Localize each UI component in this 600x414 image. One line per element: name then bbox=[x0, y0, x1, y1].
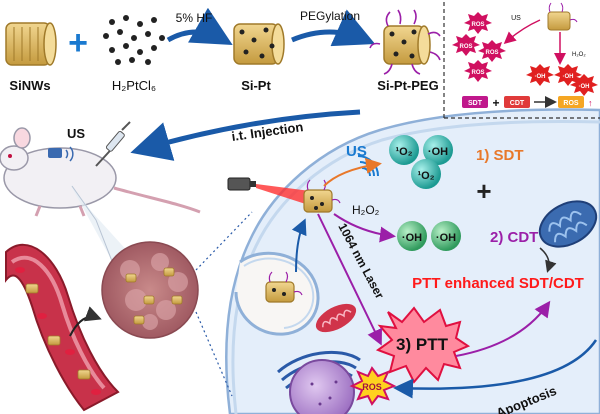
hydroxyl-ball: ·OH bbox=[423, 135, 453, 165]
pegylation-label: PEGylation bbox=[300, 9, 360, 23]
sinws-label: SiNWs bbox=[9, 78, 50, 93]
ptt-label: 3) PTT bbox=[396, 335, 449, 354]
cell-nanoparticle-icon bbox=[303, 179, 341, 213]
mechanism-inset: ROS ROS ROS ROS US H₂O₂ ·OH · bbox=[443, 2, 600, 119]
sdt-pathway-arrow bbox=[323, 157, 382, 187]
singlet-oxygen-ball: ¹O₂ bbox=[389, 135, 419, 165]
h2ptcl6-label: H₂PtCl₆ bbox=[112, 78, 156, 93]
si-pt-label: Si-Pt bbox=[241, 78, 271, 93]
inset-oh-burst: ·OH bbox=[554, 64, 582, 86]
svg-text:·OH: ·OH bbox=[579, 84, 590, 90]
blood-vessel-icon bbox=[5, 243, 120, 412]
nucleus-icon bbox=[289, 359, 355, 414]
inset-nanoparticle-icon bbox=[547, 2, 578, 31]
inset-ros-burst: ROS bbox=[452, 34, 480, 56]
inset-ros-badge bbox=[558, 96, 584, 108]
singlet-oxygen-ball: ¹O₂ bbox=[411, 159, 441, 189]
inset-cdt-badge bbox=[504, 96, 530, 108]
h2o2-label: H₂O₂ bbox=[352, 203, 380, 217]
inset-ros-burst: ROS bbox=[464, 12, 492, 34]
ros-burst-icon: ROS bbox=[349, 366, 397, 406]
svg-text:ROS: ROS bbox=[471, 22, 484, 28]
laser-beam bbox=[256, 184, 318, 208]
plus-sign: + bbox=[476, 176, 491, 206]
ros-label: ROS bbox=[362, 382, 382, 392]
vessel-nanoparticles bbox=[25, 283, 91, 380]
cdt-label: 2) CDT bbox=[490, 229, 538, 246]
inset-ros-burst: ROS bbox=[464, 60, 492, 82]
svg-text:ROS: ROS bbox=[485, 50, 498, 56]
inset-us-arrow bbox=[503, 19, 541, 44]
inset-sdt-label: SDT bbox=[468, 100, 483, 107]
zoom-line-top bbox=[195, 211, 253, 271]
ptt-enhance-arrow bbox=[455, 300, 551, 357]
svg-text:ROS: ROS bbox=[459, 44, 472, 50]
tumor-icon bbox=[101, 241, 199, 339]
us-probe-icon bbox=[48, 146, 74, 162]
mouse-us-label: US bbox=[67, 126, 85, 141]
cdt-pathway-arrow bbox=[333, 213, 396, 243]
inset-h2o2-label: H₂O₂ bbox=[572, 52, 586, 58]
ptt-burst: 3) PTT bbox=[375, 306, 471, 384]
svg-text:·OH: ·OH bbox=[563, 74, 574, 80]
laser-device-icon bbox=[227, 177, 256, 191]
enhanced-label: PTT enhanced SDT/CDT bbox=[412, 275, 584, 292]
svg-text:·OH: ·OH bbox=[428, 146, 448, 158]
si-pt-peg-icon bbox=[369, 9, 441, 75]
h2ptcl6-dots-icon bbox=[103, 15, 165, 65]
inset-cdt-label: CDT bbox=[510, 100, 525, 107]
svg-text:·OH: ·OH bbox=[436, 232, 456, 244]
inset-ros-burst: ROS bbox=[478, 40, 506, 62]
injection-arrow bbox=[130, 109, 361, 161]
inset-us-label: US bbox=[511, 15, 521, 22]
si-pt-peg-label: Si-Pt-PEG bbox=[377, 78, 438, 93]
svg-text:·OH: ·OH bbox=[402, 232, 422, 244]
pegylation-arrow bbox=[291, 9, 376, 47]
laser-pathway-arrow bbox=[317, 213, 382, 346]
sdt-label: 1) SDT bbox=[476, 147, 524, 164]
inset-oh-burst: ·OH bbox=[526, 64, 554, 86]
increase-arrow-icon: ↑ bbox=[588, 98, 593, 108]
svg-text:ROS: ROS bbox=[471, 70, 484, 76]
vessel-to-tumor-arrow bbox=[69, 306, 102, 337]
inset-sdt-badge bbox=[462, 96, 488, 108]
damaged-mitochondria-icon bbox=[315, 303, 357, 333]
inset-ros-result: ROS bbox=[563, 100, 579, 107]
cancer-cell bbox=[225, 108, 600, 414]
mito-arrow bbox=[539, 247, 557, 273]
inset-plus: + bbox=[492, 96, 499, 110]
apoptosis-arrow bbox=[393, 339, 598, 399]
si-pt-icon bbox=[233, 23, 285, 65]
uptake-arrow bbox=[291, 218, 307, 273]
sinws-icon bbox=[5, 22, 57, 66]
hydroxyl-ball: ·OH bbox=[397, 221, 427, 251]
inset-oh-burst: ·OH bbox=[570, 74, 598, 96]
svg-text:·OH: ·OH bbox=[535, 74, 546, 80]
mouse-icon bbox=[0, 127, 201, 217]
plus-icon: + bbox=[68, 24, 88, 62]
hf-label: 5% HF bbox=[176, 11, 213, 25]
endosome-nanoparticle-icon bbox=[265, 271, 303, 303]
hf-arrow bbox=[166, 7, 233, 45]
hydroxyl-ball: ·OH bbox=[431, 221, 461, 251]
mitochondria-icon bbox=[538, 200, 598, 248]
svg-text:¹O₂: ¹O₂ bbox=[395, 146, 412, 158]
svg-text:¹O₂: ¹O₂ bbox=[417, 170, 434, 182]
zoom-line-bottom bbox=[195, 311, 233, 397]
syringe-icon bbox=[95, 121, 131, 167]
